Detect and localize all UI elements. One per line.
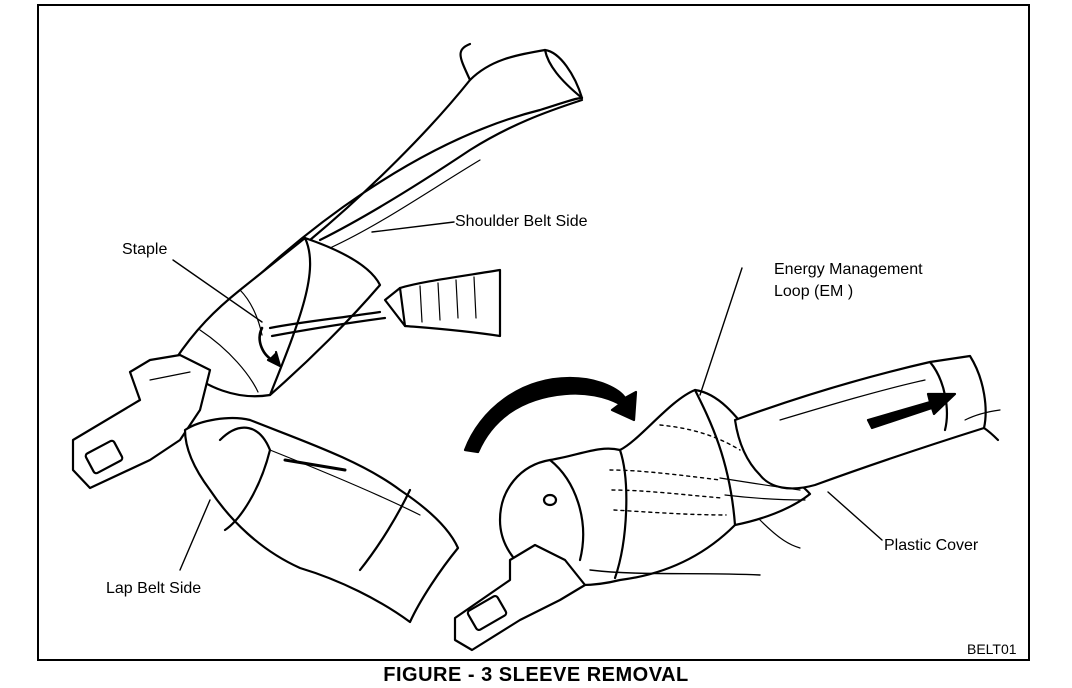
label-energy-management-line2: Loop (EM )	[774, 283, 854, 300]
label-plastic-cover: Plastic Cover	[884, 537, 979, 554]
screwdriver	[268, 268, 502, 338]
leader-plastic-cover	[827, 491, 883, 541]
rotation-arrow	[463, 376, 638, 454]
staple-curl-arrow	[258, 326, 282, 368]
label-energy-management-line1: Energy Management	[774, 261, 923, 278]
label-shoulder-belt-side: Shoulder Belt Side	[455, 213, 588, 230]
leader-lap-belt-side	[179, 499, 211, 571]
shoulder-belt	[213, 42, 584, 320]
shoulder-sleeve	[173, 236, 382, 398]
figure-caption: FIGURE - 3 SLEEVE REMOVAL	[383, 664, 689, 686]
figure-code: BELT01	[967, 641, 1017, 657]
lap-belt	[183, 416, 460, 624]
slide-direction-arrow	[866, 392, 957, 430]
leader-shoulder-belt-side	[371, 221, 455, 233]
left-latch-plate	[71, 353, 212, 490]
leader-staple	[172, 259, 263, 323]
figure-frame	[37, 4, 1030, 661]
label-lap-belt-side: Lap Belt Side	[106, 580, 202, 597]
right-latch-plate	[453, 543, 587, 652]
plastic-cover	[733, 354, 1001, 490]
leader-lines	[172, 221, 883, 571]
leader-em-loop	[699, 267, 743, 396]
label-staple: Staple	[122, 241, 168, 258]
